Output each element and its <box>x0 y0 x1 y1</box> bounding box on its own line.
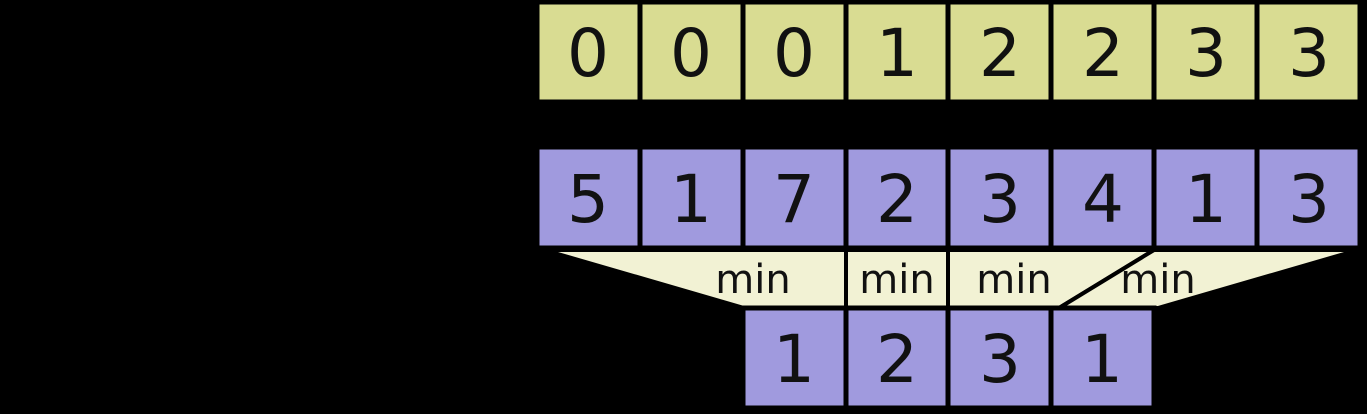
block-index-value: 1 <box>876 15 918 92</box>
block-index-row <box>534 0 1363 105</box>
min-operator-label: min <box>715 257 790 303</box>
array-values: 5 1 7 2 3 4 1 3 <box>567 161 1330 238</box>
min-band <box>543 248 1359 310</box>
array-row <box>534 144 1363 251</box>
min-region <box>1051 248 1359 310</box>
block-min-values: 1 2 3 1 <box>773 321 1123 398</box>
block-min-row <box>740 305 1157 411</box>
block-index-value: 2 <box>1082 15 1124 92</box>
array-value: 3 <box>1288 161 1330 238</box>
block-index-values: 0 0 0 1 2 2 3 3 <box>567 15 1330 92</box>
array-cell <box>843 144 951 251</box>
array-value: 1 <box>670 161 712 238</box>
block-index-value: 0 <box>773 15 815 92</box>
min-operator-label: min <box>1120 257 1195 303</box>
block-index-value: 3 <box>1288 15 1330 92</box>
block-min-value: 1 <box>773 321 815 398</box>
block-min-cell <box>740 305 849 411</box>
array-cell <box>534 144 643 251</box>
min-operator-label: min <box>859 257 934 303</box>
block-index-cell <box>843 0 951 105</box>
block-index-value: 2 <box>979 15 1021 92</box>
block-min-value: 2 <box>876 321 918 398</box>
block-index-cell <box>534 0 643 105</box>
block-min-value: 1 <box>1081 321 1123 398</box>
block-index-value: 3 <box>1185 15 1227 92</box>
min-operator-label: min <box>976 257 1051 303</box>
block-index-value: 0 <box>670 15 712 92</box>
block-min-cell <box>843 305 951 411</box>
block-index-cell <box>945 0 1054 105</box>
block-min-cell <box>945 305 1054 411</box>
block-index-cell <box>740 0 849 105</box>
array-value: 3 <box>979 161 1021 238</box>
array-value: 5 <box>567 161 609 238</box>
array-value: 1 <box>1185 161 1227 238</box>
block-index-value: 0 <box>567 15 609 92</box>
array-value: 7 <box>773 161 815 238</box>
block-index-cell <box>1254 0 1363 105</box>
min-labels: min min min min <box>715 257 1195 303</box>
array-value: 2 <box>876 161 918 238</box>
block-index-cell <box>637 0 746 105</box>
array-value: 4 <box>1082 161 1124 238</box>
block-min-cell <box>1048 305 1157 411</box>
block-index-cell <box>1048 0 1157 105</box>
block-min-value: 3 <box>979 321 1021 398</box>
